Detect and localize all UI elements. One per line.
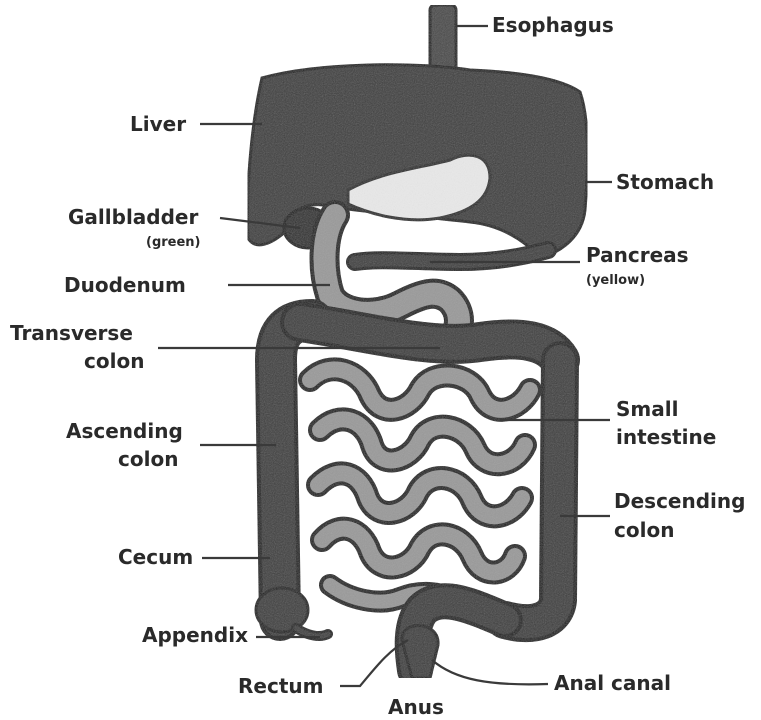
label-small-intestine-1: Small <box>616 397 678 421</box>
label-stomach: Stomach <box>616 170 714 194</box>
small-intestine-shape <box>310 369 530 601</box>
label-ascending-colon-1: Ascending <box>66 419 183 443</box>
label-esophagus: Esophagus <box>492 13 614 37</box>
label-duodenum: Duodenum <box>64 273 186 297</box>
label-ascending-colon-2: colon <box>118 447 178 471</box>
label-liver: Liver <box>130 112 186 136</box>
label-gallbladder: Gallbladder <box>68 205 198 229</box>
label-rectum: Rectum <box>238 674 323 698</box>
label-cecum: Cecum <box>118 545 193 569</box>
label-anal-canal: Anal canal <box>554 671 671 695</box>
label-pancreas: Pancreas <box>586 243 689 267</box>
label-small-intestine-2: intestine <box>616 425 716 449</box>
label-appendix: Appendix <box>142 623 248 647</box>
label-transverse-colon-2: colon <box>84 349 144 373</box>
label-anus: Anus <box>388 695 444 719</box>
label-transverse-colon-1: Transverse <box>10 321 133 345</box>
label-descending-colon-2: colon <box>614 518 674 542</box>
label-descending-colon-1: Descending <box>614 489 745 513</box>
label-pancreas-note: (yellow) <box>586 273 645 288</box>
label-gallbladder-note: (green) <box>146 235 201 250</box>
